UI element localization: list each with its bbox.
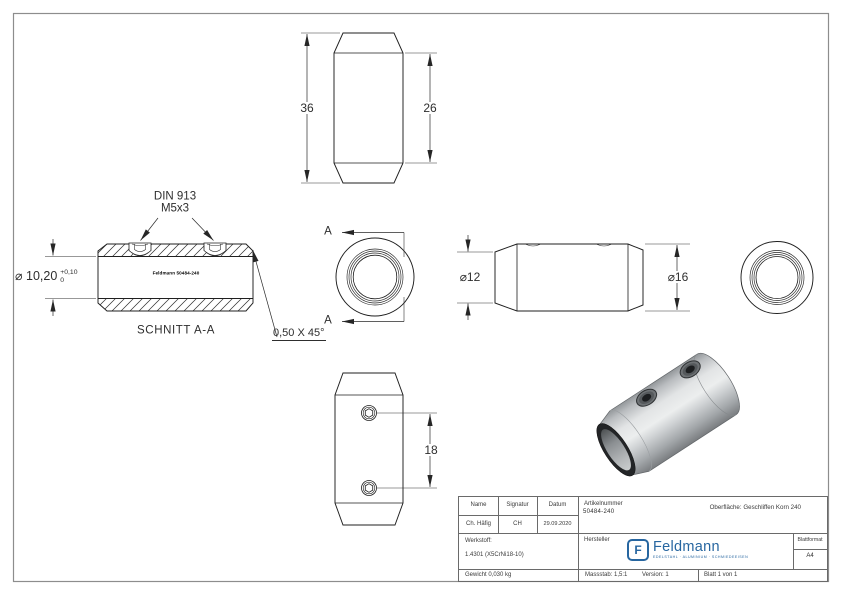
tb-werkstoff-value: 1.4301 (X5CrNi18-10) xyxy=(465,552,524,558)
tb-werkstoff-label: Werkstoff: xyxy=(465,538,492,544)
set-screw-3d-rear xyxy=(679,360,701,379)
feldmann-logo-name: Feldmann xyxy=(653,538,720,555)
side-view xyxy=(457,235,690,320)
tb-signatur-value: CH xyxy=(513,521,522,527)
feldmann-logo-text: Feldmann EDELSTAHL · ALUMINIUM · SCHMIED… xyxy=(653,538,749,560)
tb-gewicht: Gewicht 0,030 kg xyxy=(465,572,512,578)
tb-blattformat-label: Blattformat xyxy=(797,537,823,543)
tb-artikelnummer-label: Artikelnummer xyxy=(584,501,623,507)
tb-datum-value: 29.09.2020 xyxy=(543,521,572,527)
tb-col-name: Name xyxy=(470,502,487,508)
tb-version: Version: 1 xyxy=(642,572,669,578)
front-view xyxy=(301,32,437,184)
feldmann-logo-tagline: EDELSTAHL · ALUMINIUM · SCHMIEDEEISEN xyxy=(653,555,749,560)
tb-col-datum: Datum xyxy=(548,502,567,508)
tb-blatt: Blatt 1 von 1 xyxy=(704,572,738,578)
title-block: Name Signatur Datum Ch. Häfig CH 29.09.2… xyxy=(458,496,828,582)
isometric-render xyxy=(596,352,740,477)
tb-oberflaeche: Oberfläche: Geschliffen Korn 240 xyxy=(709,504,801,511)
set-screw-section-right xyxy=(203,242,227,257)
sheet-frame xyxy=(12,12,830,583)
bottom-view xyxy=(334,372,437,526)
feldmann-logo-icon: F xyxy=(627,539,649,561)
end-view-right xyxy=(740,241,814,314)
set-screw-3d-front xyxy=(636,388,658,407)
tb-blattformat-value: A4 xyxy=(806,553,814,559)
tb-name-value: Ch. Häfig xyxy=(465,521,491,527)
feldmann-logo: F Feldmann EDELSTAHL · ALUMINIUM · SCHMI… xyxy=(627,539,748,561)
tb-col-signatur: Signatur xyxy=(506,502,529,508)
end-view-section-plane xyxy=(335,229,415,325)
set-screw-section-left xyxy=(128,242,152,257)
tb-artikelnummer-value: 50484-240 xyxy=(583,509,615,515)
tb-massstab: Massstab: 1,5:1 xyxy=(585,572,628,578)
tb-hersteller-label: Hersteller xyxy=(584,537,610,543)
section-view xyxy=(45,217,278,338)
